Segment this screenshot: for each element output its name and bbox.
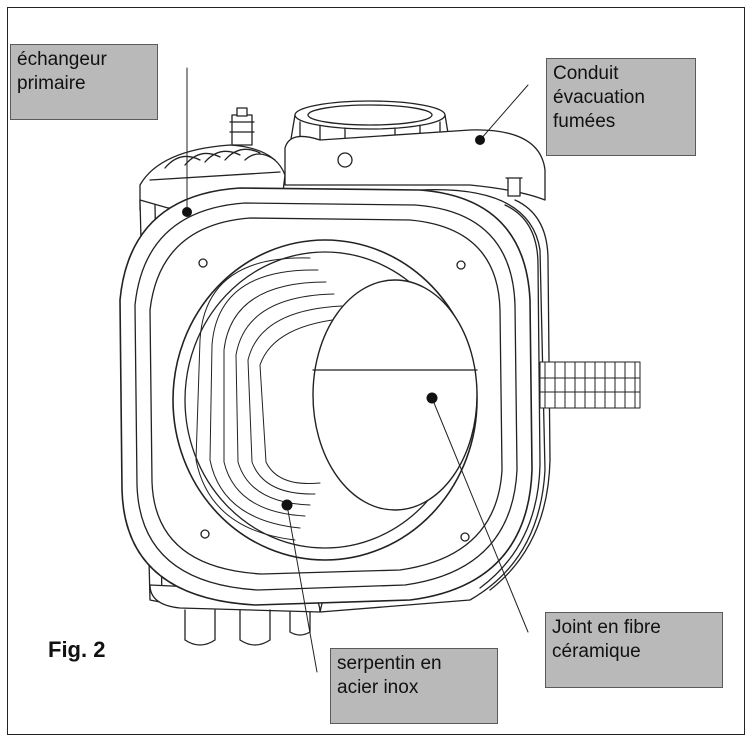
callout-primary-exchanger: échangeur primaire — [10, 44, 158, 120]
callout-text-line: Joint en fibre — [552, 617, 661, 638]
leader-lines — [186, 67, 529, 673]
callout-text-line: primaire — [17, 73, 86, 94]
callout-text-line: évacuation — [553, 87, 645, 108]
small-fitting — [505, 177, 523, 197]
callout-stainless-coil: serpentin en acier inox — [330, 648, 498, 724]
callout-text-line: acier inox — [337, 677, 419, 698]
body-right-contour-inner — [479, 204, 541, 589]
callout-text-line: Conduit — [553, 63, 619, 84]
body-right-contour — [489, 199, 551, 591]
callout-text-line: fumées — [553, 111, 616, 132]
callout-text-line: céramique — [552, 641, 641, 662]
front-ring-seat — [149, 217, 503, 575]
front-ring-inner-edge — [134, 202, 518, 591]
callout-ceramic-fiber-seal: Joint en fibre céramique — [545, 612, 723, 688]
ceramic-fiber-disc — [312, 279, 478, 511]
top-housing — [284, 129, 546, 201]
callout-text-line: échangeur — [17, 49, 107, 70]
callout-text-line: serpentin en — [337, 653, 442, 674]
figure-caption: Fig. 2 — [48, 637, 106, 662]
steel-coil-turns — [195, 257, 351, 541]
top-bolt — [337, 152, 353, 168]
side-rib-strip — [539, 361, 641, 409]
callout-dots — [182, 135, 485, 511]
ring-bolt-holes — [198, 258, 470, 542]
callout-flue-duct: Conduit évacuation fumées — [546, 58, 696, 156]
